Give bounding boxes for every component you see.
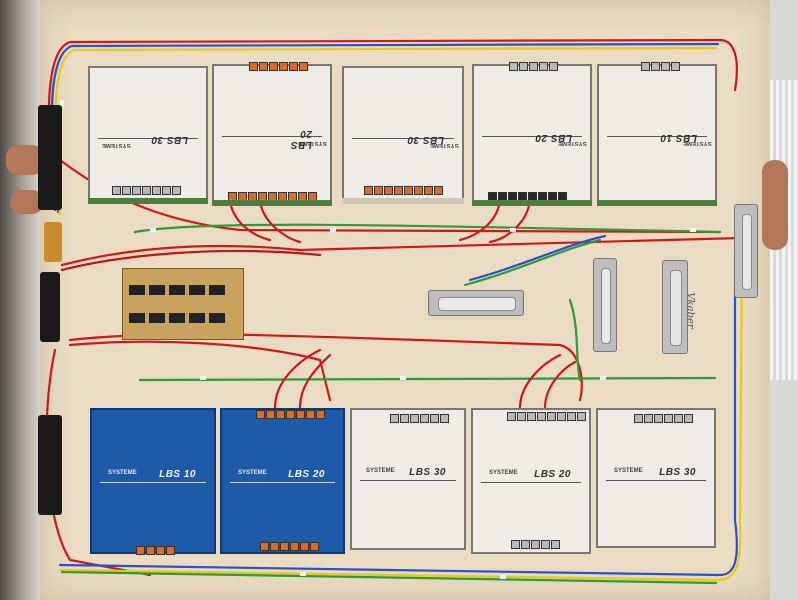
- terminal-block-bottom: [260, 542, 319, 551]
- terminal-block-top: [509, 62, 558, 71]
- module-brand: SYSTEME: [366, 468, 395, 474]
- dsub-connector-horizontal: [428, 290, 524, 316]
- pcb-edge: [342, 198, 464, 204]
- terminal-block-bottom: [228, 192, 317, 201]
- top-module-3: SYSTEME LBS 30: [342, 66, 464, 204]
- terminal-block: [390, 414, 449, 423]
- terminal-block: [634, 414, 693, 423]
- pcb-edge: [597, 200, 717, 206]
- left-connector-top: [38, 105, 62, 210]
- divider-line: [360, 480, 456, 481]
- terminal-block-top: [249, 62, 308, 71]
- module-brand: SYSTEME: [108, 470, 137, 476]
- bottom-module-4: SYSTEME LBS 20: [471, 408, 591, 554]
- dsub-connector-1: [593, 258, 617, 352]
- divider-line: [222, 136, 322, 137]
- relay-terminal-bank: [122, 268, 244, 340]
- terminal-block: [364, 186, 443, 195]
- top-module-4: SYSTEME LBS 20: [472, 62, 592, 206]
- bottom-module-2: SYSTEME LBS 20: [220, 408, 345, 554]
- module-brand: SYSTEME: [238, 470, 267, 476]
- pcb-edge: [212, 200, 332, 206]
- terminal-block-top: [641, 62, 680, 71]
- module-label: LBS 20: [290, 128, 313, 150]
- terminal-block-top: [507, 412, 586, 421]
- terminal-block-bottom: [511, 540, 560, 549]
- left-connector-bottom: [38, 415, 62, 515]
- dsub-connector-2: [662, 260, 688, 354]
- module-brand: SYSTEME: [614, 468, 643, 474]
- module-label: LBS 20: [535, 132, 572, 143]
- top-module-5: SYSTEME LBS 10: [597, 62, 717, 206]
- top-module-2: SYSTEME LBS 20: [212, 62, 332, 206]
- divider-line: [606, 480, 706, 481]
- left-terminal-block: [44, 222, 62, 262]
- divider-line: [482, 136, 582, 137]
- module-label: LBS 10: [660, 132, 697, 143]
- terminal-block: [112, 186, 181, 195]
- left-hand-top: [6, 145, 44, 175]
- divider-line: [352, 138, 454, 139]
- divider-line: [230, 482, 335, 483]
- pcb-edge: [472, 200, 592, 206]
- divider-line: [607, 136, 707, 137]
- terminal-block: [136, 546, 175, 555]
- terminal-block-top: [256, 410, 325, 419]
- bottom-module-5: SYSTEME LBS 30: [596, 408, 716, 548]
- dsub-connector-3: [734, 204, 758, 298]
- divider-line: [481, 482, 581, 483]
- module-label: LBS 20: [534, 469, 571, 480]
- module-label: LBS 10: [159, 469, 196, 480]
- pcb-edge: [88, 198, 208, 204]
- module-label: LBS 30: [409, 467, 446, 478]
- module-label: LBS 30: [407, 134, 444, 145]
- divider-line: [98, 138, 198, 139]
- left-connector-middle: [40, 272, 60, 342]
- divider-line: [100, 482, 206, 483]
- module-label: LBS 20: [288, 469, 325, 480]
- bottom-module-3: SYSTEME LBS 30: [350, 408, 466, 550]
- module-label: LBS 30: [659, 467, 696, 478]
- bottom-module-1: SYSTEME LBS 10: [90, 408, 216, 555]
- handwritten-note: Vkaber: [684, 292, 696, 329]
- top-module-1: SYSTEME LBS 30: [88, 66, 208, 204]
- module-label: LBS 30: [151, 134, 188, 145]
- module-brand: SYSTEME: [489, 470, 518, 476]
- right-hand: [762, 160, 788, 250]
